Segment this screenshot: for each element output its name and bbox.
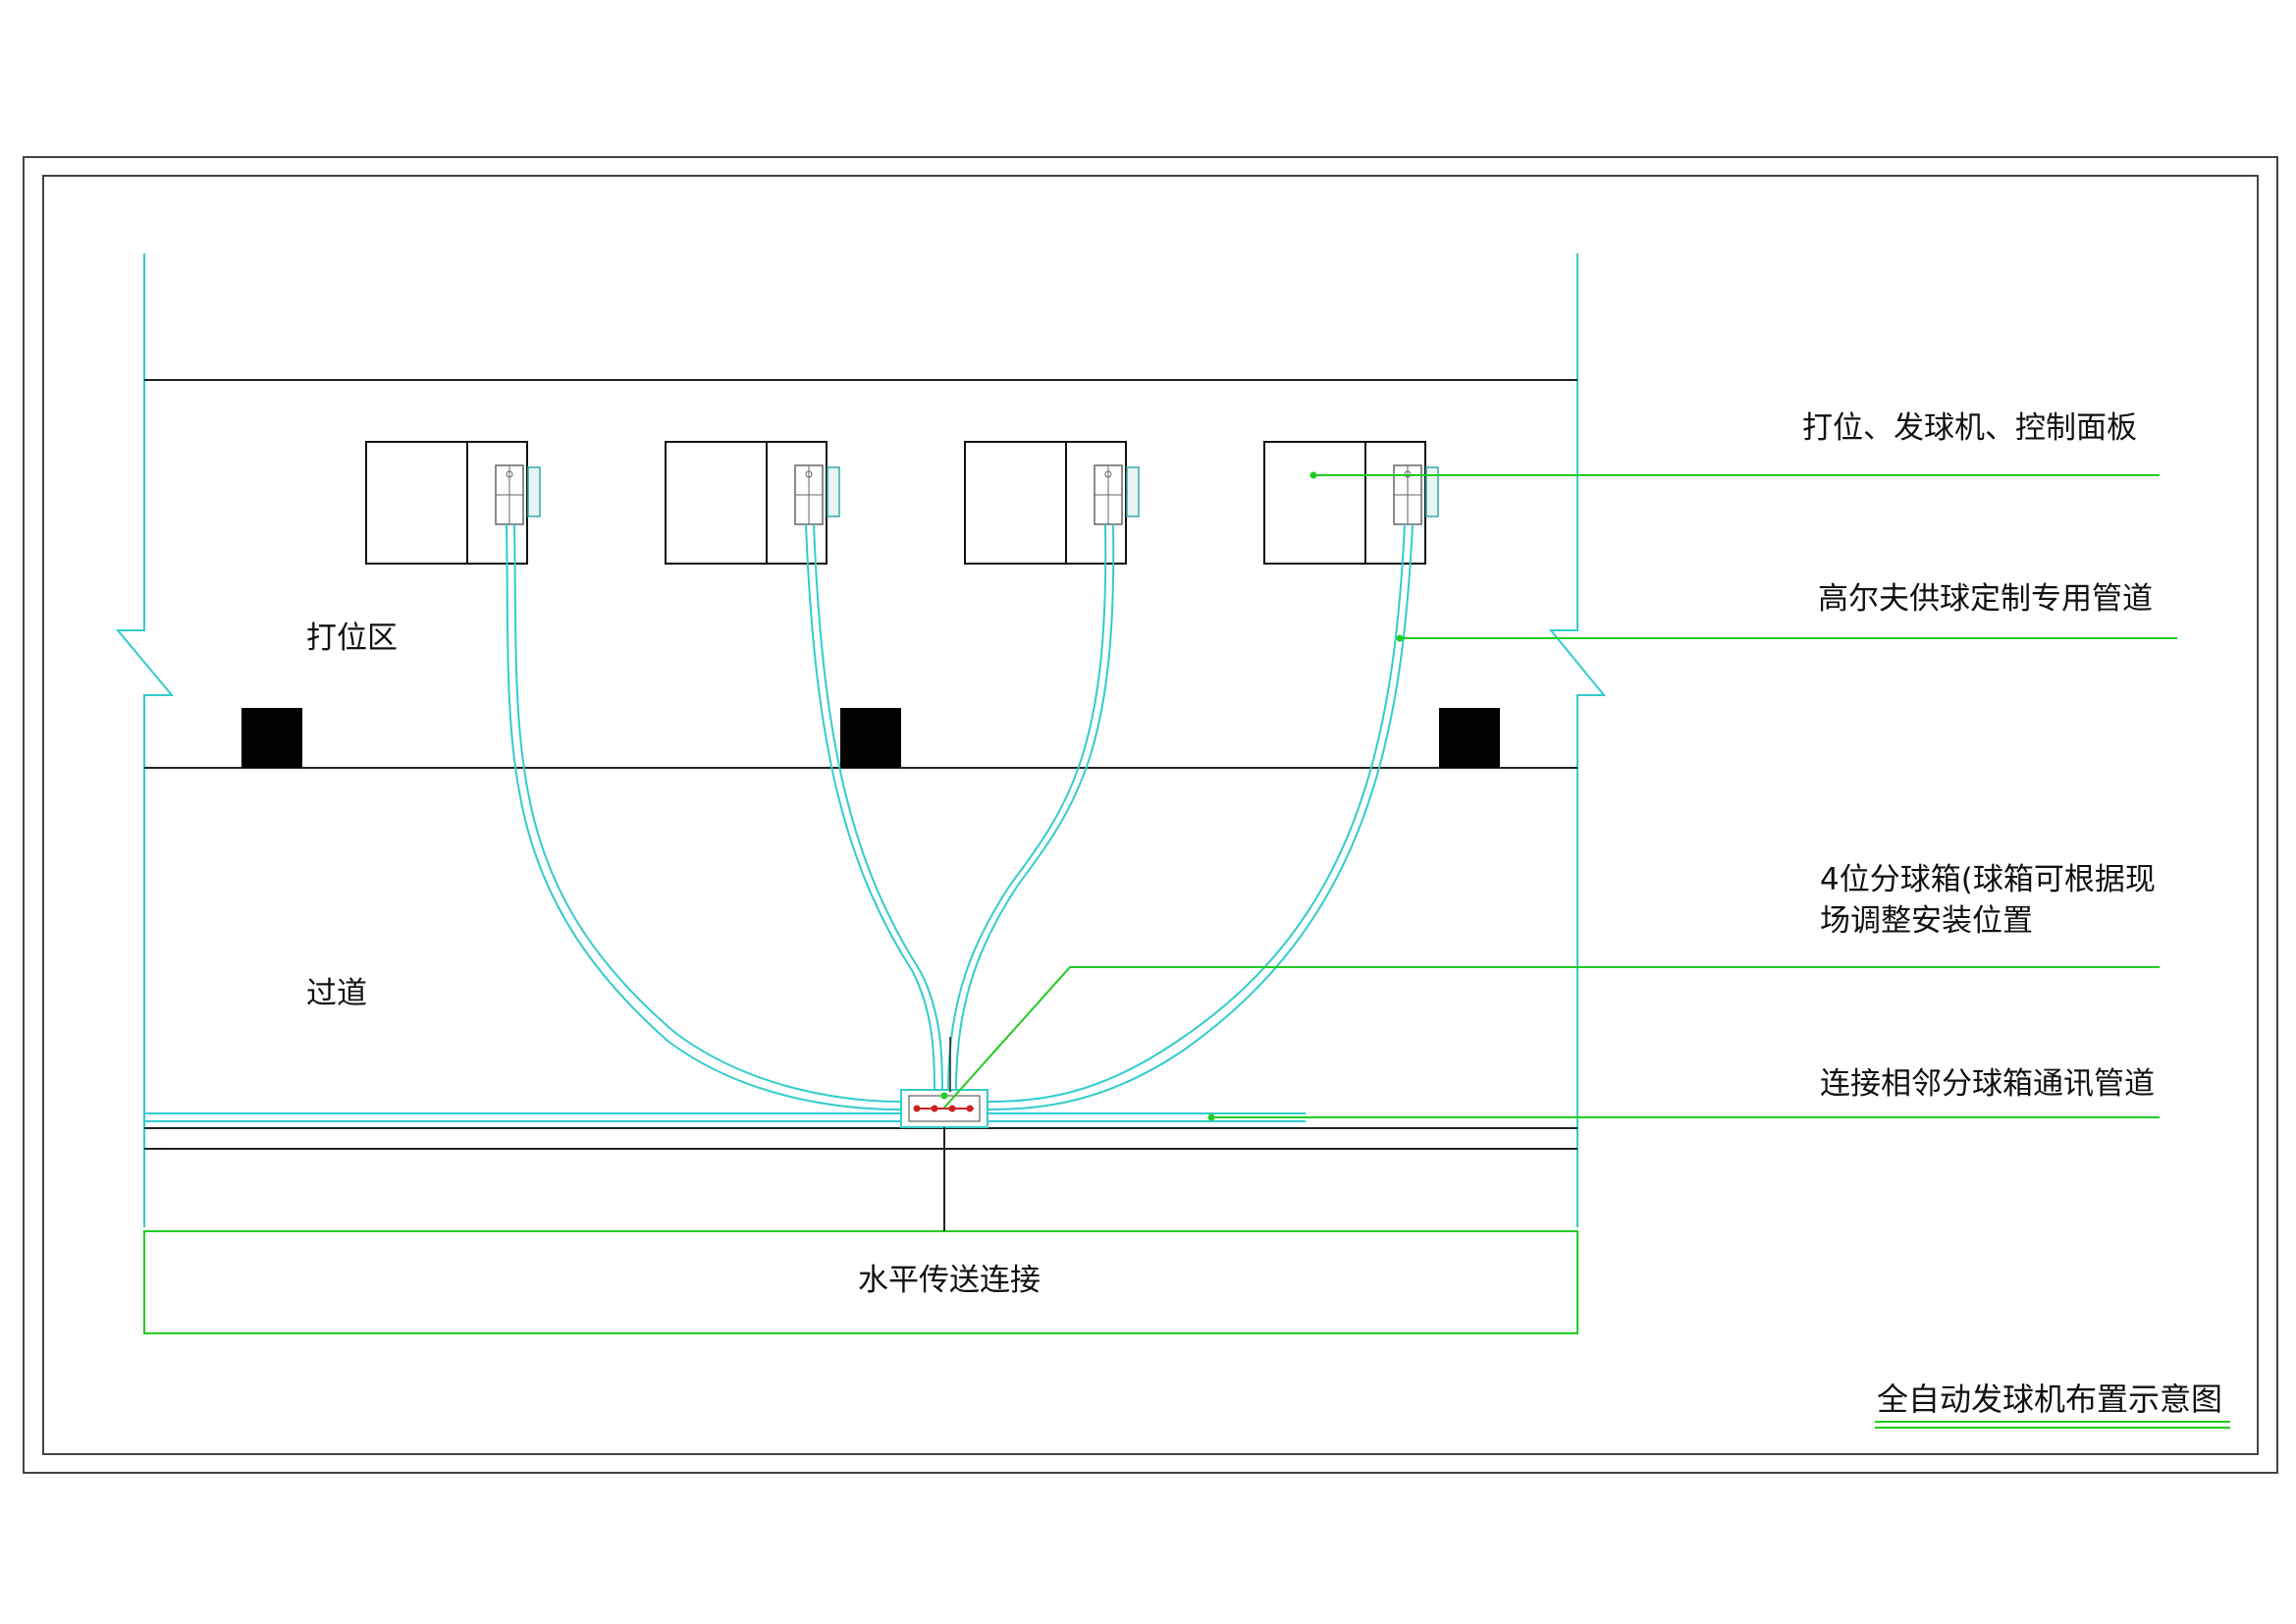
column-1 [241, 708, 302, 768]
zone-horizontal-link: 水平传送连接 [858, 1263, 1041, 1298]
hitting-bay-1 [365, 441, 541, 565]
drawing-title: 全自动发球机布置示意图 [1877, 1380, 2222, 1418]
leader-dot-bay [1309, 471, 1317, 479]
leader-dot-pipe [1396, 634, 1404, 642]
column-3 [1439, 708, 1500, 768]
callout-bay-machine-panel: 打位、发球机、控制面板 [1802, 410, 2137, 446]
horizontal-link-box [143, 1230, 1578, 1334]
control-panel-3 [1126, 466, 1140, 517]
right-wall [1548, 253, 1607, 1227]
inner-border [42, 175, 2259, 1455]
outer-border [23, 156, 2278, 1474]
zone-aisle: 过道 [306, 976, 367, 1011]
leader-dot-splitter [940, 1092, 948, 1100]
control-panel-4 [1425, 466, 1439, 517]
leader-lines [943, 474, 2177, 1118]
callout-golf-pipe: 高尔夫供球定制专用管道 [1818, 581, 2153, 617]
callout-splitter-line1: 4位分球箱(球箱可根据现 [1820, 862, 2156, 897]
control-panel-2 [827, 466, 840, 517]
zone-hitting-area: 打位区 [306, 621, 398, 656]
golf-pipes [144, 523, 1414, 1122]
hitting-bay-2 [665, 441, 840, 565]
column-2 [840, 708, 901, 768]
leader-dot-comm [1207, 1113, 1215, 1121]
callout-comm-pipe: 连接相邻分球箱通讯管道 [1820, 1066, 2155, 1102]
hitting-bay-3 [964, 441, 1140, 565]
control-panel-1 [527, 466, 541, 517]
callout-splitter-line2: 场调整安装位置 [1820, 903, 2033, 939]
left-wall [115, 253, 175, 1227]
